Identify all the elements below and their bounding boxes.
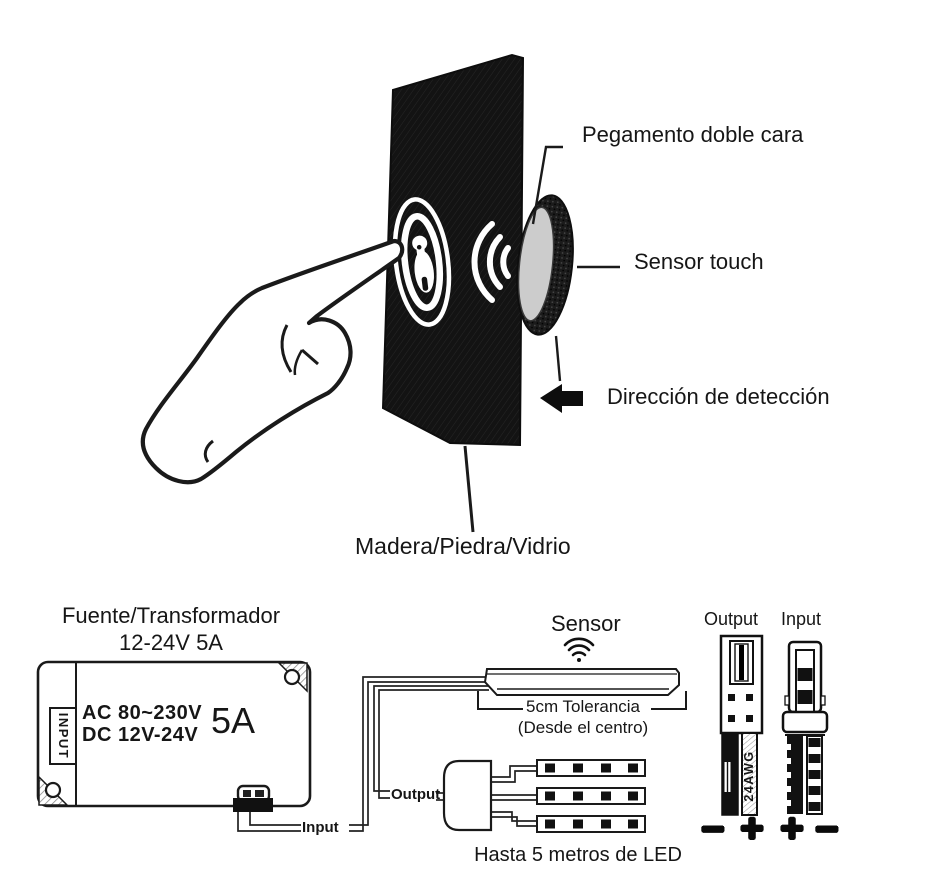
led-strip — [536, 759, 646, 777]
touch-sensor-puck — [516, 194, 574, 336]
tolerance-line1: 5cm Tolerancia — [525, 697, 641, 716]
power-input-side-label: INPUT — [56, 712, 72, 760]
output-wire-label: Output — [391, 786, 441, 803]
power-spec-dc: DC 12V-24V — [82, 724, 199, 746]
leader-lines-top — [463, 145, 620, 533]
connector-input-label: Input — [781, 609, 822, 629]
output-minus-symbol: − — [701, 807, 725, 852]
wiring — [237, 676, 537, 832]
input-minus-symbol: − — [815, 807, 839, 852]
splitter-connector — [442, 759, 493, 832]
led-caption: Hasta 5 metros de LED — [474, 844, 682, 866]
output-connector — [719, 634, 764, 816]
mounting-panel — [381, 53, 525, 447]
label-detection-direction: Dirección de detección — [607, 384, 830, 409]
led-strip — [536, 787, 646, 805]
input-plus-symbol: + — [780, 806, 804, 851]
power-terminal — [233, 784, 273, 812]
sensor-bar — [483, 668, 680, 696]
power-spec-ac: AC 80~230V — [82, 702, 203, 724]
power-supply-rating: 12-24V 5A — [119, 630, 223, 655]
screw-hole-top — [283, 668, 301, 686]
power-amperage: 5A — [211, 700, 256, 741]
screw-hole-bottom — [44, 781, 62, 799]
signal-waves-icon — [471, 221, 511, 303]
output-plus-symbol: + — [740, 806, 764, 851]
power-supply-title: Fuente/Transformador — [61, 603, 281, 628]
input-connector — [781, 640, 829, 815]
power-supply-box — [36, 660, 312, 812]
connector-output-label: Output — [704, 609, 759, 629]
wire-gauge-label: 24AWG — [741, 750, 756, 802]
label-surface-material: Madera/Piedra/Vidrio — [355, 533, 571, 559]
tolerance-line2: (Desde el centro) — [517, 718, 649, 737]
wifi-icon — [563, 637, 595, 662]
tolerance-bracket — [477, 691, 687, 710]
pointing-hand — [140, 238, 405, 485]
led-strips — [536, 759, 646, 833]
label-adhesive: Pegamento doble cara — [582, 122, 804, 147]
touch-finger-badge-icon — [392, 197, 452, 327]
arrow-left-icon — [540, 384, 583, 413]
led-strip — [536, 815, 646, 833]
label-sensor-touch: Sensor touch — [634, 249, 764, 274]
input-wire-label: Input — [302, 819, 339, 836]
sensor-label: Sensor — [551, 611, 621, 636]
